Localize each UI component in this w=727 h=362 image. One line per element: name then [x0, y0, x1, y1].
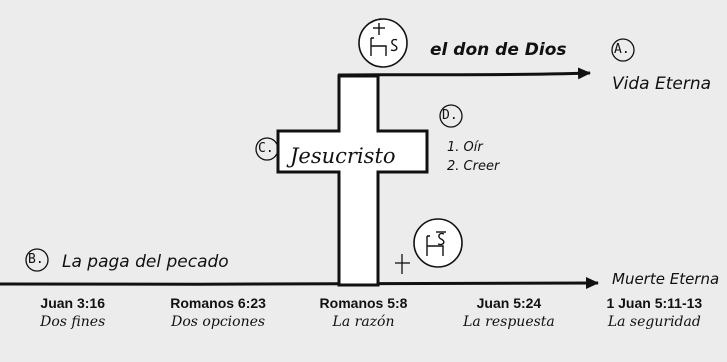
eternal-death-label: Muerte Eterna	[612, 270, 720, 288]
letter-d-circle	[439, 104, 463, 128]
reference-item: Romanos 5:8 La razón	[291, 294, 436, 348]
letter-c-circle	[255, 137, 279, 161]
reference-title: Dos opciones	[171, 314, 266, 330]
letter-a: A.	[614, 42, 630, 57]
chair-with-cross-icon	[358, 18, 408, 68]
reference-item: 1 Juan 5:11-13 La seguridad	[582, 294, 727, 348]
letter-b-circle	[25, 248, 49, 272]
reference-title: La razón	[332, 314, 395, 330]
eternal-death-arrow	[0, 277, 599, 290]
letter-a-circle	[611, 38, 635, 62]
eternal-life-label: Vida Eterna	[612, 74, 712, 94]
gift-of-god-label: el don de Dios	[430, 40, 567, 60]
reference-verse: Romanos 5:8	[319, 295, 408, 311]
step-item: 2. Creer	[447, 159, 500, 174]
cross-label: Jesucristo	[290, 144, 396, 168]
reference-verse: Juan 3:16	[40, 295, 105, 311]
cross-mark-icon	[395, 254, 410, 274]
cross-shape	[276, 74, 429, 287]
letter-c: C.	[258, 141, 274, 156]
wages-of-sin-label: La paga del pecado	[62, 252, 229, 272]
reference-verse: Juan 5:24	[476, 295, 542, 311]
steps-list: 1. Oír 2. Creer	[447, 138, 499, 176]
step-item: 1. Oír	[447, 140, 483, 155]
reference-title: La respuesta	[463, 314, 555, 330]
reference-verse: 1 Juan 5:11-13	[606, 295, 703, 311]
reference-title: La seguridad	[607, 314, 701, 330]
reference-item: Juan 3:16 Dos fines	[0, 294, 145, 348]
reference-title: Dos fines	[40, 314, 106, 330]
letter-b: B.	[28, 252, 44, 267]
reference-item: Juan 5:24 La respuesta	[436, 294, 581, 348]
letter-d: D.	[442, 108, 458, 123]
reference-item: Romanos 6:23 Dos opciones	[145, 294, 290, 348]
reference-verse: Romanos 6:23	[170, 295, 266, 311]
chair-with-person-icon	[413, 218, 463, 268]
scripture-references: Juan 3:16 Dos fines Romanos 6:23 Dos opc…	[0, 294, 727, 348]
